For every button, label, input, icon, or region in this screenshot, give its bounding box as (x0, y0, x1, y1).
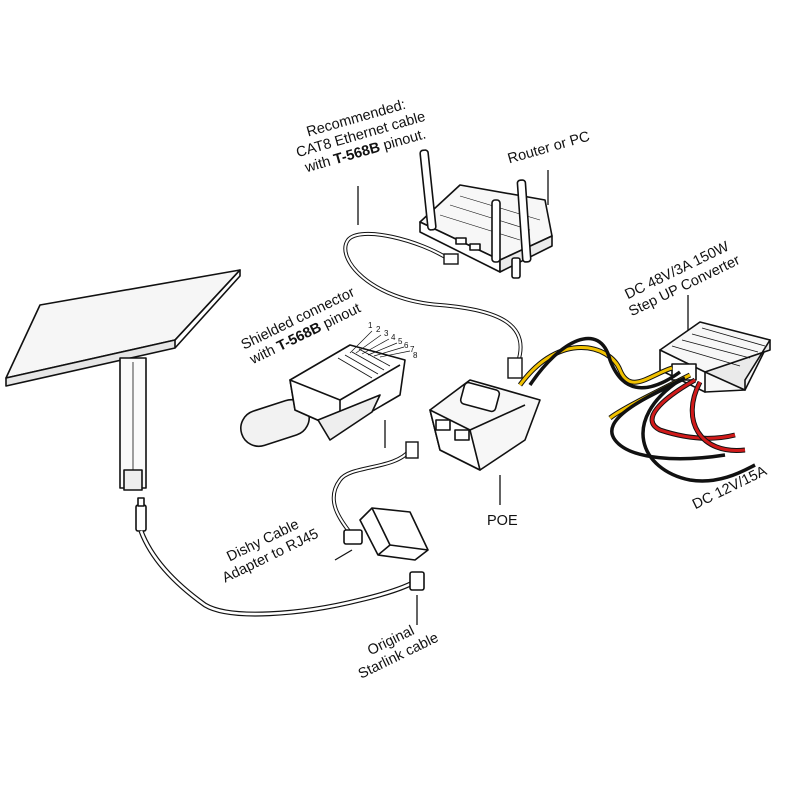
black-wire-2 (610, 376, 726, 461)
pin-number-3: 3 (384, 329, 389, 338)
pin-number-8: 8 (413, 351, 418, 360)
shielded-connector (240, 330, 411, 448)
pin-number-7: 7 (410, 345, 415, 354)
black-wire-1 (528, 336, 682, 390)
poe-label: POE (487, 513, 518, 529)
pin-number-5: 5 (398, 337, 403, 346)
leader-lines (334, 170, 689, 625)
pin-number-6: 6 (404, 341, 409, 350)
pin-number-1: 1 (368, 321, 373, 330)
pin-number-4: 4 (391, 333, 396, 342)
dishy-adapter (343, 507, 429, 591)
poe-injector (429, 379, 541, 471)
black-wire-3 (641, 378, 756, 483)
starlink-dish (5, 269, 241, 532)
router (419, 149, 553, 279)
pin-number-2: 2 (376, 325, 381, 334)
